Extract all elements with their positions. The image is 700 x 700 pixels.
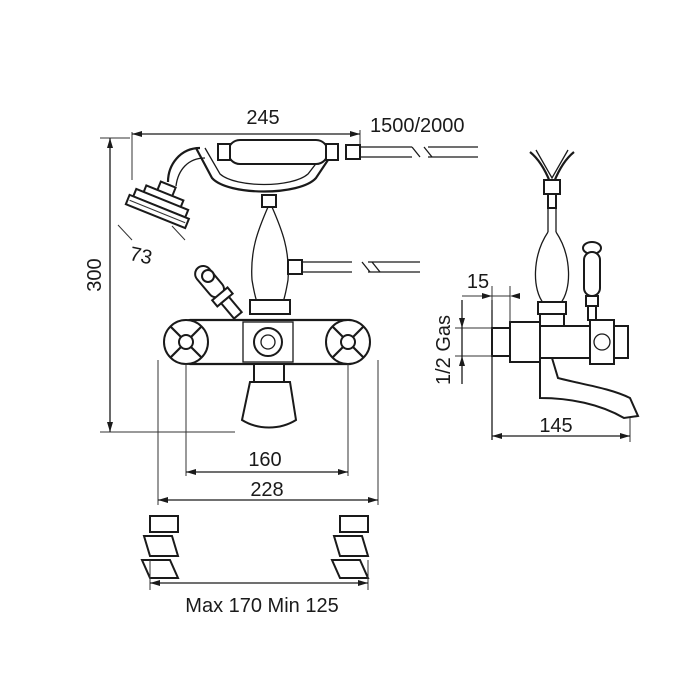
spout-front — [240, 363, 298, 429]
dimension-width-top: 245 — [131, 107, 361, 180]
label-300: 300 — [84, 258, 106, 291]
label-245: 245 — [246, 107, 279, 129]
side-view: 15 1/2 Gas 145 — [433, 149, 640, 442]
dimension-spout-projection: 145 — [492, 415, 631, 442]
label-160: 160 — [248, 449, 281, 471]
dimension-center-distance: 160 — [185, 364, 349, 476]
side-lever — [582, 241, 602, 321]
label-inlet-thread: 1/2 Gas — [433, 315, 455, 385]
dimension-height: 300 — [84, 137, 235, 433]
front-view: 245 1500/2000 300 73 — [84, 107, 478, 617]
label-adjust-range: Max 170 Min 125 — [185, 595, 338, 617]
cross-handle-right — [325, 319, 371, 365]
dimension-inlet: 1/2 Gas — [433, 300, 492, 385]
hand-shower-head: 73 — [117, 146, 206, 269]
dimension-wall-offset: 15 — [462, 271, 520, 322]
label-15: 15 — [467, 271, 489, 293]
label-hose-length: 1500/2000 — [370, 115, 465, 137]
label-145: 145 — [539, 415, 572, 437]
label-228: 228 — [250, 479, 283, 501]
central-column — [249, 194, 420, 315]
label-73: 73 — [128, 243, 154, 269]
handshower-cradle — [195, 139, 478, 193]
eccentric-connectors: Max 170 Min 125 — [140, 515, 370, 617]
cross-handle-left — [163, 319, 209, 365]
dimension-overall-width: 228 — [157, 360, 379, 505]
diverter-lever — [194, 264, 244, 320]
